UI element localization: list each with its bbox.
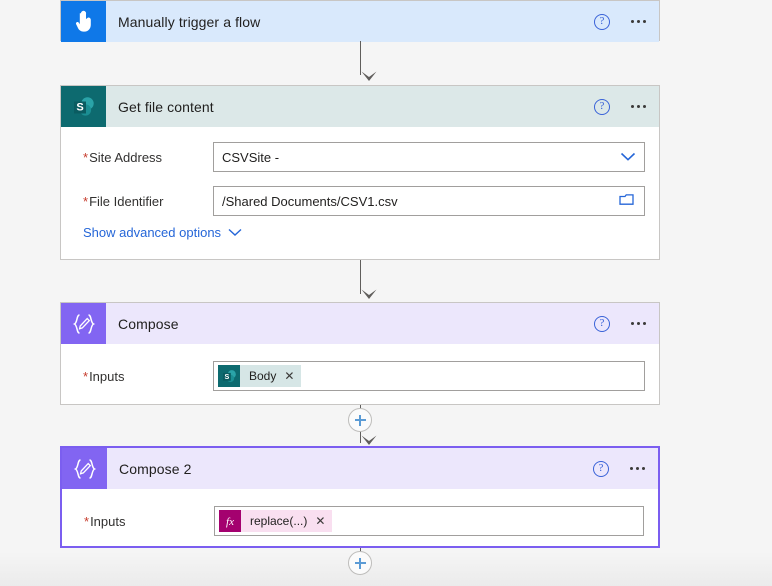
card-header[interactable]: S Get file content ? [61, 86, 659, 127]
card-header[interactable]: Compose 2 ? [62, 448, 658, 489]
fx-icon: fx [219, 510, 241, 532]
card-title: Manually trigger a flow [118, 13, 261, 30]
input-underline [214, 171, 336, 172]
chevron-down-icon[interactable] [620, 150, 636, 165]
token-body-text: Body ✕ [240, 365, 302, 387]
compose-braces-pencil-icon [62, 448, 107, 489]
sharepoint-icon: S [218, 365, 240, 387]
site-address-dropdown[interactable]: CSVSite - [213, 142, 645, 172]
card-body: *Inputs S [61, 358, 659, 394]
field-label: *Inputs [84, 513, 126, 529]
card-header[interactable]: Compose ? [61, 303, 659, 344]
more-commands-icon[interactable] [629, 463, 646, 474]
field-inputs: *Inputs fx replace(...) ✕ [62, 503, 658, 539]
add-action-button[interactable] [348, 408, 372, 432]
token-remove-icon[interactable]: ✕ [284, 369, 295, 383]
show-advanced-options-link[interactable]: Show advanced options [61, 219, 659, 240]
more-commands-icon[interactable] [630, 318, 647, 329]
card-title: Compose [118, 315, 179, 332]
site-address-value: CSVSite - [222, 149, 280, 165]
card-header-actions: ? [594, 86, 647, 127]
hand-tap-icon [61, 1, 106, 42]
flow-card-get-file-content[interactable]: S Get file content ? *Site Address CSVSi… [60, 85, 660, 260]
card-title: Compose 2 [119, 460, 192, 477]
help-icon[interactable]: ? [594, 98, 610, 115]
connector-getfile-to-compose [360, 260, 361, 294]
svg-text:S: S [224, 371, 229, 380]
card-header-actions: ? [593, 448, 646, 489]
file-identifier-value: /Shared Documents/CSV1.csv [222, 193, 398, 209]
token-body[interactable]: S Body ✕ [218, 365, 302, 387]
field-inputs: *Inputs S [61, 358, 659, 394]
more-commands-icon[interactable] [630, 101, 647, 112]
add-action-button[interactable] [348, 551, 372, 575]
card-body: *Site Address CSVSite - *File Identifi [61, 139, 659, 240]
field-site-address: *Site Address CSVSite - [61, 139, 659, 175]
input-separator [592, 171, 644, 172]
field-label: *File Identifier [83, 193, 164, 209]
token-remove-icon[interactable]: ✕ [315, 514, 326, 528]
folder-icon[interactable] [619, 193, 634, 209]
required-marker: * [83, 368, 89, 384]
help-icon[interactable]: ? [593, 460, 609, 477]
token-replace-text: replace(...) ✕ [241, 510, 333, 532]
sharepoint-icon: S [61, 86, 106, 127]
field-label: *Site Address [83, 149, 163, 165]
advanced-link-label: Show advanced options [83, 225, 222, 240]
more-commands-icon[interactable] [630, 16, 647, 27]
flow-card-compose-2[interactable]: Compose 2 ? *Inputs fx [60, 446, 660, 548]
connector-trigger-to-getfile [360, 41, 361, 75]
svg-text:S: S [76, 101, 83, 113]
svg-text:fx: fx [226, 516, 234, 528]
required-marker: * [83, 149, 89, 165]
card-header-actions: ? [594, 303, 647, 344]
required-marker: * [83, 193, 89, 209]
field-file-identifier: *File Identifier /Shared Documents/CSV1.… [61, 183, 659, 219]
field-label: *Inputs [83, 368, 125, 384]
compose2-inputs-field[interactable]: fx replace(...) ✕ [214, 506, 644, 536]
card-header-actions: ? [594, 1, 647, 42]
card-title: Get file content [118, 98, 214, 115]
chevron-down-icon [228, 225, 242, 240]
required-marker: * [84, 513, 90, 529]
canvas-bottom-fade [0, 552, 772, 586]
card-header[interactable]: Manually trigger a flow ? [61, 1, 659, 42]
file-identifier-input[interactable]: /Shared Documents/CSV1.csv [213, 186, 645, 216]
help-icon[interactable]: ? [594, 315, 610, 332]
compose-braces-pencil-icon [61, 303, 106, 344]
flow-card-manually-trigger-a-flow[interactable]: Manually trigger a flow ? [60, 0, 660, 42]
card-body: *Inputs fx replace(...) ✕ [62, 503, 658, 539]
compose-inputs-field[interactable]: S Body ✕ [213, 361, 645, 391]
token-replace-expression[interactable]: fx replace(...) ✕ [219, 510, 333, 532]
help-icon[interactable]: ? [594, 13, 610, 30]
flow-card-compose[interactable]: Compose ? *Inputs [60, 302, 660, 405]
